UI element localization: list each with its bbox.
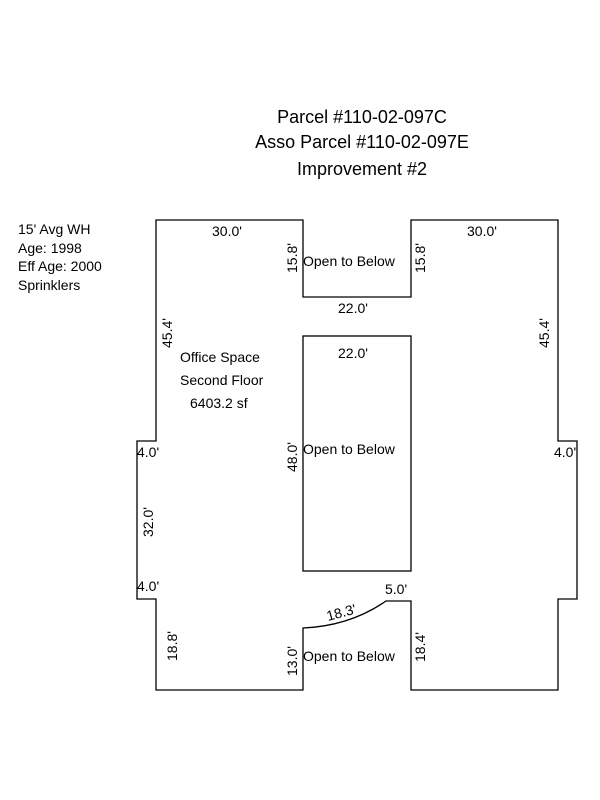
dim-bottom-notch-right: 18.4' [412,632,428,662]
improvement-title: Improvement #2 [296,159,428,179]
area-name-line1: Office Space [180,349,260,365]
asso-parcel-title: Asso Parcel #110-02-097E [255,132,469,152]
opening-middle-label: Open to Below [303,441,396,457]
dim-left-upper: 45.4' [159,318,175,348]
parcel-title: Parcel #110-02-097C [277,107,447,127]
dim-middle-side: 48.0' [284,442,300,472]
dim-top-left: 30.0' [212,223,242,239]
note-age: Age: 1998 [18,239,82,256]
dim-right-bump: 4.0' [554,444,576,460]
note-sprinklers: Sprinklers [18,276,81,293]
note-eff-age: Eff Age: 2000 [18,258,102,274]
opening-top-label: Open to Below [303,253,396,269]
area-name-line2: Second Floor [180,372,264,388]
dim-bottom-notch-top: 5.0' [385,581,407,597]
middle-opening [302,335,412,572]
area-size: 6403.2 sf [190,395,248,411]
dim-top-right: 30.0' [467,223,497,239]
dim-top-notch-right: 15.8' [412,243,428,273]
dim-right-upper: 45.4' [536,318,552,348]
opening-bottom-label: Open to Below [303,648,396,664]
dim-middle-top: 22.0' [338,345,368,361]
dim-left-lower: 18.8' [164,631,180,661]
dim-left-bump-side: 32.0' [140,507,156,537]
dim-bottom-notch-left: 13.0' [284,646,300,676]
dim-top-notch-left: 15.8' [284,243,300,273]
property-notes: 15' Avg WH Age: 1998 Eff Age: 2000 Sprin… [18,220,102,294]
note-wall-height: 15' Avg WH [18,221,91,237]
dim-bottom-arc: 18.3' [325,601,358,624]
dim-left-bump-bottom: 4.0' [137,578,159,594]
dim-left-bump-top: 4.0' [137,444,159,460]
dim-top-notch-bottom: 22.0' [338,300,368,316]
building-outline [136,219,578,691]
